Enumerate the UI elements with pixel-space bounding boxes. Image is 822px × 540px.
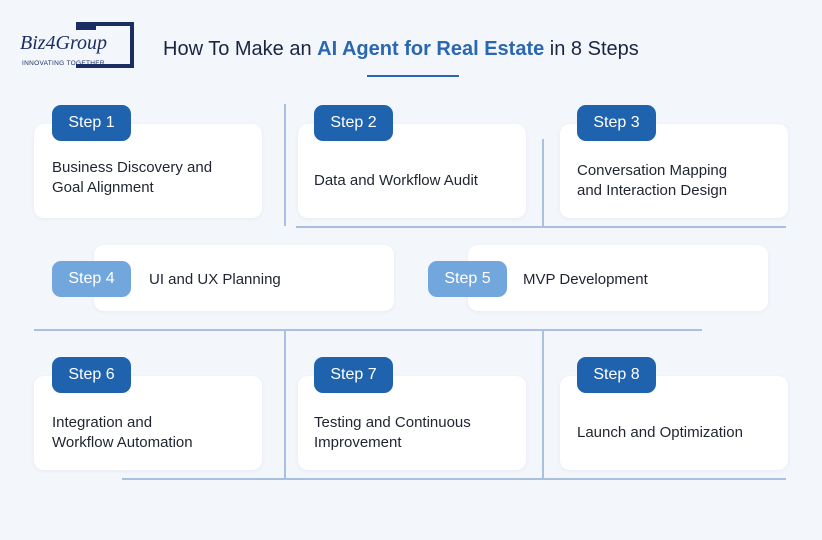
connector-line [122, 478, 786, 480]
step-card-5 [468, 245, 768, 311]
title-highlight: AI Agent for Real Estate [317, 38, 545, 60]
step-badge-2: Step 2 [314, 105, 393, 141]
connector-line [296, 226, 786, 228]
connector-line [284, 329, 286, 479]
title-prefix: How To Make an [163, 38, 318, 60]
step-text-2: Data and Workflow Audit [314, 171, 478, 191]
step-badge-1: Step 1 [52, 105, 131, 141]
step-text-line: MVP Development [523, 271, 648, 288]
step-text-7: Testing and Continuous Improvement [314, 413, 471, 453]
title-suffix: in 8 Steps [544, 38, 639, 60]
step-text-line: Integration and [52, 414, 153, 431]
step-text-line: Improvement [314, 434, 402, 451]
biz4group-logo: Biz4Group INNOVATING TOGETHER [20, 22, 138, 72]
step-text-line: Workflow Automation [52, 434, 193, 451]
logo-wordmark: Biz4Group [20, 32, 108, 54]
step-badge-6: Step 6 [52, 357, 131, 393]
step-text-line: UI and UX Planning [149, 271, 281, 288]
step-text-3: Conversation Mapping and Interaction Des… [577, 161, 727, 201]
step-text-line: Testing and Continuous [314, 414, 471, 431]
connector-line [542, 329, 544, 479]
step-badge-3: Step 3 [577, 105, 656, 141]
title-underline [367, 75, 459, 77]
logo-frame [76, 22, 134, 68]
step-card-4 [94, 245, 394, 311]
step-text-line: Business Discovery and [52, 159, 213, 176]
step-badge-8: Step 8 [577, 357, 656, 393]
connector-line [542, 139, 544, 226]
connector-line [284, 104, 286, 226]
step-text-8: Launch and Optimization [577, 423, 743, 443]
step-badge-5: Step 5 [428, 261, 507, 297]
step-text-line: Data and Workflow Audit [314, 172, 478, 189]
connector-line [34, 329, 702, 331]
step-text-line: Goal Alignment [52, 179, 154, 196]
step-badge-4: Step 4 [52, 261, 131, 297]
step-badge-7: Step 7 [314, 357, 393, 393]
step-text-4: UI and UX Planning [149, 270, 281, 290]
step-text-line: Conversation Mapping [577, 162, 728, 179]
step-text-line: and Interaction Design [577, 182, 728, 199]
logo-tagline: INNOVATING TOGETHER [22, 60, 105, 67]
step-text-1: Business Discovery and Goal Alignment [52, 158, 212, 198]
step-text-5: MVP Development [523, 270, 648, 290]
page-title: How To Make an AI Agent for Real Estate … [163, 38, 639, 61]
step-text-line: Launch and Optimization [577, 424, 743, 441]
step-text-6: Integration and Workflow Automation [52, 413, 193, 453]
